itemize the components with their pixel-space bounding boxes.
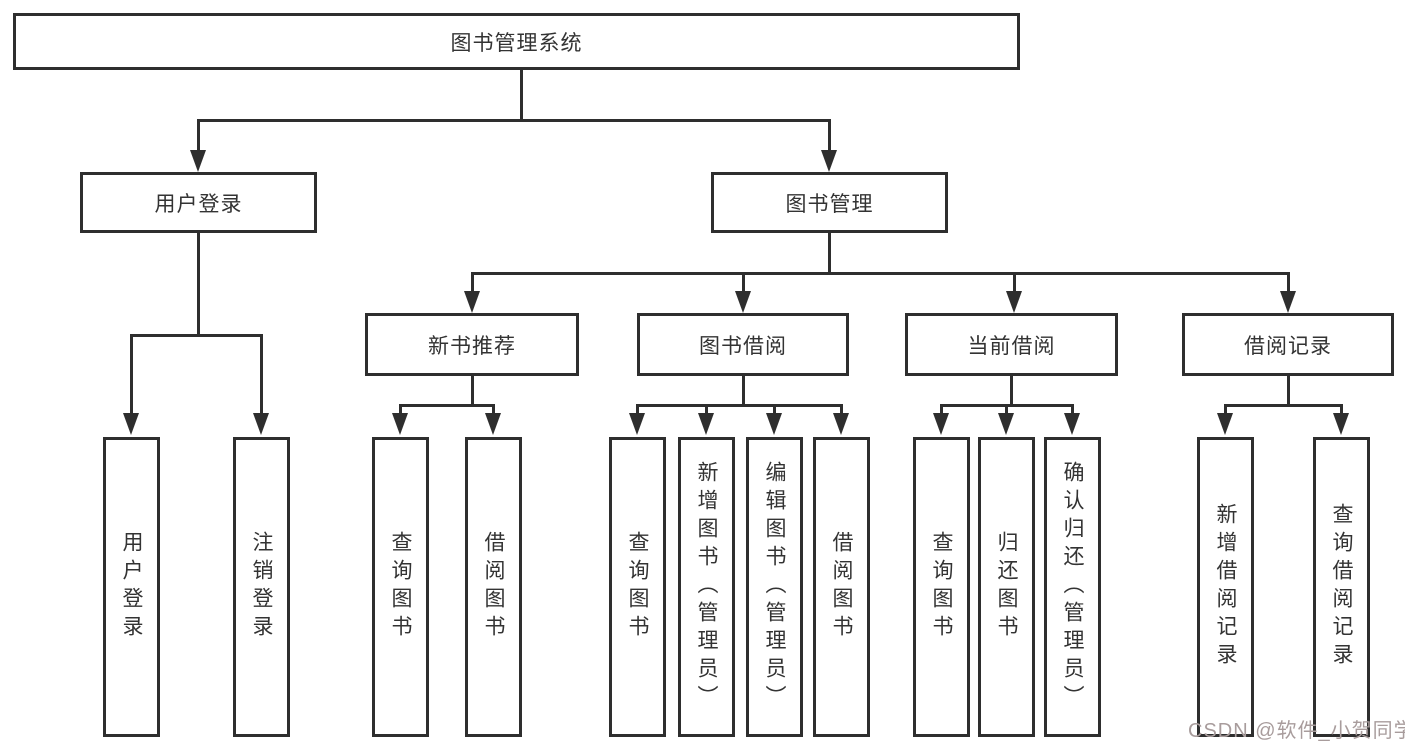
node-label: 归还图书 <box>995 531 1019 643</box>
node-label: 用户登录 <box>154 192 243 216</box>
leaf-add-borrow-record: 新增借阅记录 <box>1197 437 1254 737</box>
node-label: 查询图书 <box>389 531 413 643</box>
connector-line <box>471 376 474 407</box>
connector-line <box>840 404 843 416</box>
arrow-down-icon <box>735 291 751 313</box>
node-label: 确认归还（管理员） <box>1061 461 1085 713</box>
leaf-return-books: 归还图书 <box>978 437 1035 737</box>
node-label: 借阅图书 <box>830 531 854 643</box>
arrow-down-icon <box>1217 413 1233 435</box>
node-borrow-records: 借阅记录 <box>1182 313 1394 376</box>
node-label: 用户登录 <box>120 531 144 643</box>
arrow-down-icon <box>464 291 480 313</box>
arrow-down-icon <box>629 413 645 435</box>
node-label: 查询图书 <box>930 531 954 643</box>
connector-line <box>940 404 943 416</box>
node-label: 注销登录 <box>250 531 274 643</box>
connector-line <box>742 272 745 293</box>
connector-line <box>197 119 200 152</box>
node-label: 查询图书 <box>626 531 650 643</box>
node-label: 新增图书（管理员） <box>695 461 719 713</box>
connector-line <box>471 272 474 293</box>
leaf-query-books-recommend: 查询图书 <box>372 437 429 737</box>
node-current-borrow: 当前借阅 <box>905 313 1118 376</box>
node-book-borrow: 图书借阅 <box>637 313 849 376</box>
connector-line <box>1010 376 1013 407</box>
connector-line <box>742 376 745 407</box>
node-label: 新书推荐 <box>428 334 516 358</box>
connector-line <box>1013 272 1016 293</box>
connector-line <box>260 334 263 416</box>
arrow-down-icon <box>1064 413 1080 435</box>
arrow-down-icon <box>392 413 408 435</box>
connector-line <box>828 119 831 152</box>
connector-line <box>197 119 831 122</box>
leaf-query-borrow-record: 查询借阅记录 <box>1313 437 1370 737</box>
connector-line <box>399 404 495 407</box>
connector-line <box>130 334 263 337</box>
node-label: 图书管理系统 <box>450 31 583 55</box>
node-new-book-recommend: 新书推荐 <box>365 313 579 376</box>
connector-line <box>1287 272 1290 293</box>
node-label: 当前借阅 <box>967 334 1056 358</box>
arrow-down-icon <box>833 413 849 435</box>
connector-line <box>197 233 200 337</box>
node-label: 新增借阅记录 <box>1214 503 1238 671</box>
leaf-edit-books-admin: 编辑图书（管理员） <box>746 437 803 737</box>
connector-line <box>1287 376 1290 407</box>
leaf-query-books-borrow: 查询图书 <box>609 437 666 737</box>
leaf-borrow-books-recommend: 借阅图书 <box>465 437 522 737</box>
connector-line <box>828 233 831 275</box>
node-root-system: 图书管理系统 <box>13 13 1020 70</box>
connector-line <box>520 70 523 121</box>
leaf-borrow-books: 借阅图书 <box>813 437 870 737</box>
leaf-confirm-return-admin: 确认归还（管理员） <box>1044 437 1101 737</box>
arrow-down-icon <box>1006 291 1022 313</box>
node-user-login: 用户登录 <box>80 172 317 233</box>
arrow-down-icon <box>1333 413 1349 435</box>
connector-line <box>492 404 495 416</box>
arrow-down-icon <box>1280 291 1296 313</box>
arrow-down-icon <box>190 150 206 172</box>
node-label: 借阅图书 <box>482 531 506 643</box>
arrow-down-icon <box>698 413 714 435</box>
arrow-down-icon <box>123 413 139 435</box>
csdn-watermark: CSDN @软件_小贺同学 <box>1188 720 1405 742</box>
node-label: 编辑图书（管理员） <box>763 461 787 713</box>
connector-line <box>705 404 708 416</box>
connector-line <box>1340 404 1343 416</box>
arrow-down-icon <box>933 413 949 435</box>
node-label: 图书借阅 <box>699 334 787 358</box>
leaf-logout: 注销登录 <box>233 437 290 737</box>
arrow-down-icon <box>253 413 269 435</box>
node-label: 借阅记录 <box>1244 334 1332 358</box>
connector-line <box>773 404 776 416</box>
connector-line <box>399 404 402 416</box>
node-label: 图书管理 <box>785 192 874 216</box>
connector-line <box>471 272 1290 275</box>
arrow-down-icon <box>821 150 837 172</box>
connector-line <box>130 334 133 416</box>
node-label: 查询借阅记录 <box>1330 503 1354 671</box>
connector-line <box>1005 404 1008 416</box>
leaf-query-books-current: 查询图书 <box>913 437 970 737</box>
connector-line <box>1224 404 1343 407</box>
leaf-user-login: 用户登录 <box>103 437 160 737</box>
connector-line <box>1224 404 1227 416</box>
connector-line <box>636 404 639 416</box>
arrow-down-icon <box>485 413 501 435</box>
leaf-add-books-admin: 新增图书（管理员） <box>678 437 735 737</box>
connector-line <box>636 404 843 407</box>
arrow-down-icon <box>766 413 782 435</box>
node-book-management: 图书管理 <box>711 172 948 233</box>
connector-line <box>1071 404 1074 416</box>
arrow-down-icon <box>998 413 1014 435</box>
